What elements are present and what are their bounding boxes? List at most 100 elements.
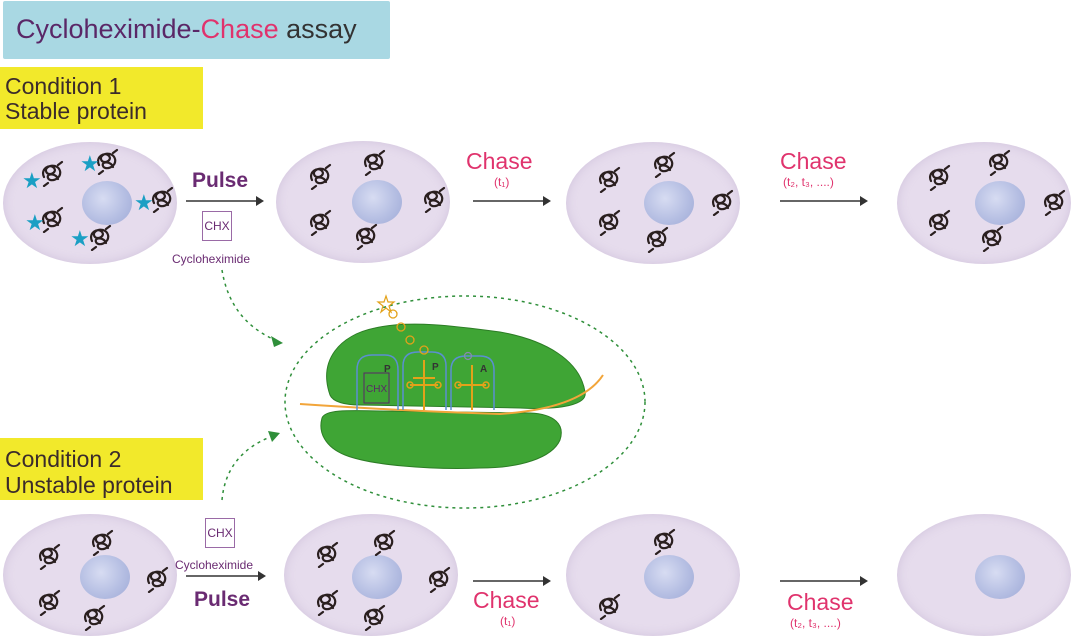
chx-box-row2: CHX — [205, 518, 235, 548]
page-title: Cycloheximide-Chase assay — [16, 13, 357, 45]
tangled-protein-icon — [1044, 189, 1066, 216]
trna-p — [410, 360, 438, 410]
nucleus — [644, 181, 694, 225]
tangled-protein-icon — [374, 529, 396, 556]
chx-box-row1: CHX — [202, 211, 232, 241]
tangled-protein-icon — [929, 164, 951, 191]
nucleus — [352, 180, 402, 224]
nucleus — [80, 555, 130, 599]
title-part-cycloheximide: Cycloheximide- — [16, 14, 201, 44]
title-part-chase: Chase — [200, 14, 279, 44]
tangled-protein-icon — [42, 206, 64, 233]
condition2-title: Condition 2 — [5, 446, 122, 472]
tangled-protein-icon — [364, 149, 386, 176]
cycloheximide-label-row2: Cycloheximide — [175, 558, 254, 572]
nucleus — [975, 181, 1025, 225]
tangled-protein-icon — [317, 589, 339, 616]
chase2-label-row2: Chase — [787, 589, 854, 615]
condition2-box: Condition 2 Unstable protein — [0, 438, 203, 500]
star-label-icon: ★ — [22, 168, 42, 193]
tangled-protein-icon — [364, 604, 386, 631]
incoming-residue — [463, 351, 473, 361]
peptide-residue — [396, 322, 406, 332]
ribosome-chx-label: CHX — [366, 384, 387, 395]
nucleus — [644, 555, 694, 599]
star-label-icon: ★ — [25, 210, 45, 235]
tangled-protein-icon — [654, 151, 676, 178]
tangled-protein-icon — [929, 209, 951, 236]
dashed-arrow-top — [221, 269, 276, 341]
star-label-icon: ★ — [134, 190, 154, 215]
peptide-star-icon — [376, 294, 396, 314]
tangled-protein-icon — [42, 160, 64, 187]
tangled-protein-icon — [317, 541, 339, 568]
tangled-protein-icon — [599, 593, 621, 620]
pulse-label-row1: Pulse — [192, 169, 249, 192]
chase2-label-row1: Chase — [780, 148, 847, 174]
tangled-protein-icon — [39, 543, 61, 570]
tangled-protein-icon — [982, 225, 1004, 252]
tangled-protein-icon — [90, 224, 112, 251]
trna-a-node — [454, 381, 462, 389]
mrna-strand — [299, 374, 604, 416]
nucleus — [82, 181, 132, 225]
arrow-pulse-row1 — [186, 196, 264, 206]
tangled-protein-icon — [647, 226, 669, 253]
trna-p-node — [406, 381, 414, 389]
site-label-a: A — [480, 364, 487, 375]
tangled-protein-icon — [712, 189, 734, 216]
nucleus — [352, 555, 402, 599]
site-e-outline — [356, 354, 399, 410]
tangled-protein-icon — [310, 209, 332, 236]
ribosome-small-subunit — [320, 410, 562, 469]
title-part-assay: assay — [278, 14, 357, 44]
tangled-protein-icon — [97, 148, 119, 175]
trna-p-node — [434, 381, 442, 389]
chase1-time-row2: (t₁) — [500, 614, 516, 628]
chase2-time-row2: (t₂, t₃, ....) — [790, 616, 841, 630]
arrow-chase1-row1 — [473, 196, 551, 206]
tangled-protein-icon — [599, 166, 621, 193]
tangled-protein-icon — [424, 186, 446, 213]
trna-a-node — [482, 381, 490, 389]
nucleus — [975, 555, 1025, 599]
chase1-time-row1: (t₁) — [494, 175, 510, 189]
dashed-arrow-bottom — [221, 436, 271, 501]
arrow-chase2-row1 — [780, 196, 868, 206]
arrow-chase2-row2 — [780, 576, 868, 586]
cycloheximide-label-row1: Cycloheximide — [172, 252, 251, 266]
inset-dashed-ellipse — [284, 295, 646, 509]
tangled-protein-icon — [310, 163, 332, 190]
condition2-subtitle: Unstable protein — [5, 472, 173, 498]
tangled-protein-icon — [84, 604, 106, 631]
condition1-box: Condition 1 Stable protein — [0, 67, 203, 129]
tangled-protein-icon — [147, 566, 169, 593]
chase1-label-row1: Chase — [466, 148, 533, 174]
condition1-subtitle: Stable protein — [5, 98, 147, 124]
ribosome-large-subunit — [326, 323, 586, 409]
arrow-chase1-row2 — [473, 576, 551, 586]
tangled-protein-icon — [152, 186, 174, 213]
ribosome-chx-box — [363, 372, 390, 404]
tangled-protein-icon — [654, 528, 676, 555]
star-label-icon: ★ — [80, 151, 100, 176]
dashed-arrowhead-bottom — [268, 431, 280, 442]
trna-a — [458, 365, 486, 410]
chase1-label-row2: Chase — [473, 587, 540, 613]
site-label-p2: P — [432, 362, 439, 373]
pulse-label-row2: Pulse — [194, 588, 251, 611]
star-label-icon: ★ — [70, 226, 90, 251]
site-a-outline — [450, 355, 495, 410]
tangled-protein-icon — [356, 223, 378, 250]
site-p-outline — [402, 351, 447, 410]
tangled-protein-icon — [92, 529, 114, 556]
dashed-arrowhead-top — [271, 336, 283, 347]
peptide-residue — [388, 309, 398, 319]
arrow-pulse-row2 — [186, 571, 266, 581]
site-label-p1: P — [384, 364, 391, 375]
chase2-time-row1: (t₂, t₃, ....) — [783, 175, 834, 189]
tangled-protein-icon — [989, 149, 1011, 176]
peptide-residue — [405, 335, 415, 345]
tangled-protein-icon — [39, 589, 61, 616]
